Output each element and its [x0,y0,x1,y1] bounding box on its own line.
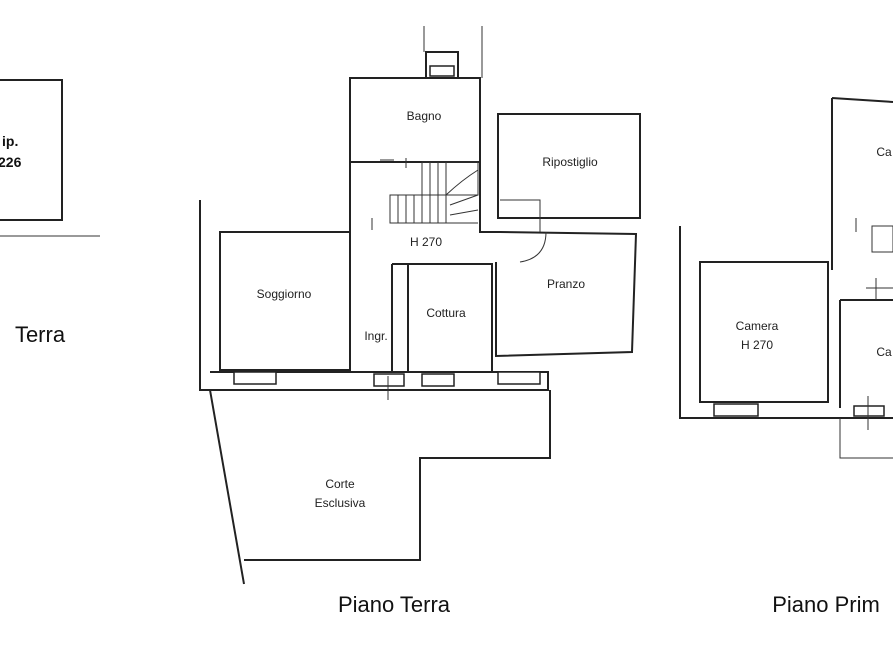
first-floor-perimeter [679,226,893,419]
label-bagno: Bagno [407,109,442,123]
room-camera [699,261,829,403]
room-ripostiglio [497,113,641,219]
first-floor-details [839,218,893,459]
label-ingresso: Ingr. [364,329,387,343]
staircase [389,161,479,224]
ground-floor-title: Piano Terra [338,592,451,617]
left-fragment-label-1: ip. [2,133,18,149]
window-camera [713,403,759,417]
stair-flight-upper [421,161,479,196]
label-corte: Corte [325,477,355,491]
room-camera-top [831,97,893,270]
left-fragment-room [0,79,63,221]
outer-perimeter [199,200,549,391]
room-ingresso [391,263,420,372]
left-fragment: ip. 226 Terra [0,79,100,347]
left-fragment-title: Terra [15,322,66,347]
room-camera-right [839,299,893,408]
stair-flight-lower [389,194,447,224]
courtyard-outline [209,389,551,585]
label-ripostiglio: Ripostiglio [542,155,598,169]
window-cottura [421,373,455,387]
first-floor-title: Piano Prim [772,592,880,617]
window-soggiorno [233,371,277,385]
label-soggiorno: Soggiorno [257,287,312,301]
chimney-vent [429,65,455,77]
label-esclusiva: Esclusiva [315,496,366,510]
stair-winders [445,169,479,224]
first-floor-plan: Ca Camera H 270 Ca Piano Prim [679,97,893,617]
window-camera-right [853,405,885,417]
room-soggiorno [219,231,351,371]
window-pranzo [497,371,541,385]
label-camera-height: H 270 [741,338,773,352]
room-bagno [349,77,481,163]
label-cottura: Cottura [426,306,466,320]
window-ingresso [373,373,405,387]
label-pranzo: Pranzo [547,277,585,291]
label-camera: Camera [736,319,779,333]
label-hall-height: H 270 [410,235,442,249]
door-swing [500,199,547,263]
ground-floor-plan: Bagno Ripostiglio H 270 Soggiorno Pranzo… [199,26,641,617]
label-camera-right: Ca [876,345,892,359]
label-camera-top: Ca [876,145,892,159]
left-fragment-label-2: 226 [0,154,22,170]
room-pranzo [495,231,638,358]
